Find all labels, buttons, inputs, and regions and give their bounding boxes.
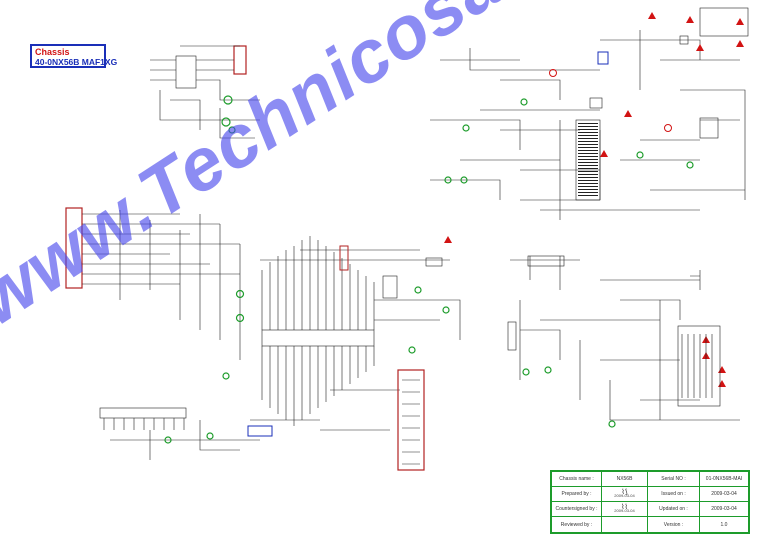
updated-on-label: Updated on :	[648, 502, 700, 517]
circuit-block-bottom-right	[507, 255, 740, 428]
circuit-block-left-connector	[65, 207, 245, 360]
circuit-block-top-right	[430, 7, 749, 220]
chassis-label: Chassis 40-0NX56B MAF1XG	[30, 44, 118, 68]
chassis-name-value: NX56B	[602, 472, 648, 487]
countersigned-signature-date: 2009-03-04	[614, 508, 635, 513]
serial-no-label: Serial NO :	[648, 472, 700, 487]
circuit-block-top-left	[150, 45, 260, 139]
updated-on-value: 2009-03-04	[700, 502, 748, 517]
prepared-signature-date: 2009-03-04	[614, 493, 635, 498]
issued-on-value: 2009-03-04	[700, 487, 748, 502]
reviewed-by-label: Reviewed by :	[552, 517, 602, 532]
prepared-by-label: Prepared by :	[552, 487, 602, 502]
signature-mark: ⌇⟆	[621, 488, 628, 496]
chassis-label-model: 40-0NX56B MAF1XG	[35, 57, 118, 67]
countersigned-by-label: Countersigned by :	[552, 502, 602, 517]
serial-no-value: 01-0NX56B-MAI	[700, 472, 748, 487]
warning-markers	[444, 12, 744, 387]
issued-on-label: Issued on :	[648, 487, 700, 502]
main-ic-block	[222, 236, 461, 471]
circuit-block-bottom-left	[99, 407, 273, 460]
countersigned-by-signature: ⌇⌇ 2009-03-04	[602, 502, 648, 517]
reviewed-by-value	[602, 517, 648, 532]
signature-mark: ⌇⌇	[621, 503, 628, 511]
title-block: Chassis name : NX56B Serial NO : 01-0NX5…	[550, 470, 750, 534]
version-value: 1.0	[720, 521, 728, 528]
version-label: Version :	[648, 517, 700, 532]
chassis-label-title: Chassis	[35, 47, 70, 57]
chassis-name-label: Chassis name :	[552, 472, 602, 487]
prepared-by-signature: ⌇⟆ 2009-03-04	[602, 487, 648, 502]
